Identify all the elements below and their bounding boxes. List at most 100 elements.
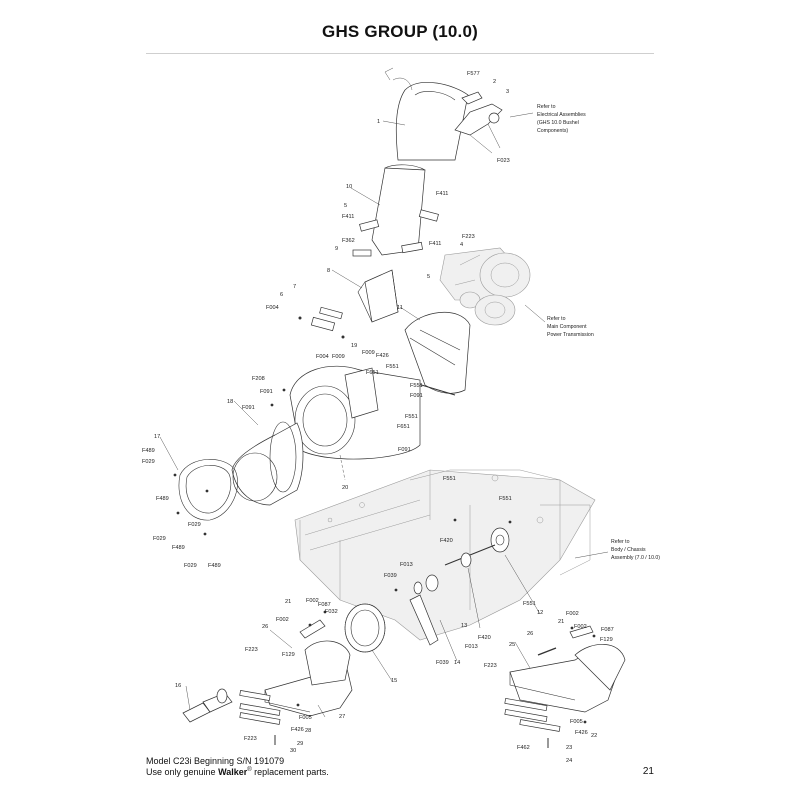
callout: F009	[332, 354, 345, 360]
callout: F426	[376, 353, 389, 359]
callout: 29	[297, 741, 303, 747]
callout: 15	[391, 678, 397, 684]
callout: F551	[499, 496, 512, 502]
callout: F002	[276, 617, 289, 623]
callout: F551	[386, 364, 399, 370]
svg-text:(GHS 10.0 Bushel: (GHS 10.0 Bushel	[537, 120, 579, 126]
callout: F004	[266, 305, 279, 311]
hardware-fasteners	[173, 388, 596, 724]
part-1-upper-chute	[384, 67, 469, 161]
callout: F091	[398, 447, 411, 453]
svg-text:Main Component: Main Component	[547, 324, 587, 330]
reference-note-main-component: Refer to Main Component Power Transmissi…	[547, 316, 594, 338]
callout: 17	[154, 434, 160, 440]
callout: F029	[153, 536, 166, 542]
callout: 26	[527, 631, 533, 637]
callout: F129	[282, 652, 295, 658]
callout: F002	[306, 598, 319, 604]
callout: F005	[299, 715, 312, 721]
callout: 12	[537, 610, 543, 616]
replacement-parts-note: Use only genuine Walker® replacement par…	[146, 767, 329, 777]
leader-lines	[159, 112, 609, 718]
callout: 18	[227, 399, 233, 405]
callout: 16	[175, 683, 181, 689]
callout: 13	[461, 623, 467, 629]
callout: F489	[172, 545, 185, 551]
callout: F087	[318, 602, 331, 608]
callout: F091	[242, 405, 255, 411]
callout: F426	[291, 727, 304, 733]
svg-text:Assembly (7.0 / 10.0): Assembly (7.0 / 10.0)	[611, 555, 660, 561]
callout: 25	[509, 642, 515, 648]
callout: 19	[351, 343, 357, 349]
callout: F029	[184, 563, 197, 569]
callout: 28	[305, 728, 311, 734]
callout: F005	[570, 719, 583, 725]
page-number: 21	[642, 766, 654, 777]
callout: F411	[342, 214, 354, 220]
part-15-gear-ring	[344, 603, 386, 653]
callout: F009	[362, 350, 375, 356]
callout: 9	[335, 246, 338, 252]
callout: F002	[566, 611, 579, 617]
callout: F029	[188, 522, 201, 528]
callout: F091	[260, 389, 273, 395]
callout: F039	[384, 573, 397, 579]
callout: 14	[454, 660, 460, 666]
callout: F551	[405, 414, 418, 420]
chassis-body-reference	[294, 469, 596, 641]
callout: F489	[142, 448, 155, 454]
callout: F013	[400, 562, 413, 568]
callout: F013	[465, 644, 478, 650]
svg-text:Refer to: Refer to	[547, 316, 566, 322]
part-10-transition-tube	[352, 164, 439, 257]
callout: F551	[523, 601, 536, 607]
svg-text:Refer to: Refer to	[537, 104, 556, 110]
callout: F223	[484, 663, 497, 669]
callout: F032	[325, 609, 338, 615]
part-17-ring-gasket	[178, 459, 238, 521]
callout: F223	[245, 647, 258, 653]
callout: F489	[156, 496, 169, 502]
callout: 22	[591, 733, 597, 739]
callout: 30	[290, 748, 296, 754]
callout: 4	[460, 242, 463, 248]
callout: F039	[436, 660, 449, 666]
callout: 10	[346, 184, 352, 190]
callout: F023	[497, 158, 510, 164]
svg-text:Components): Components)	[537, 128, 568, 134]
callout: F489	[208, 563, 221, 569]
callout: F411	[436, 191, 448, 197]
callout: F651	[397, 424, 410, 430]
reference-note-electrical: Refer to Electrical Assemblies (GHS 10.0…	[537, 104, 586, 134]
part-16-drive-shaft	[182, 688, 233, 723]
callout: 6	[280, 292, 283, 298]
title-divider	[146, 53, 654, 54]
part-8-lower-chute	[357, 269, 399, 323]
brand-name: Walker	[218, 767, 248, 777]
reference-note-body-chassis: Refer to Body / Chassis Assembly (7.0 / …	[611, 539, 660, 561]
callout-labels: F577 2 3 1 F023 10 5 F411 F411 F223 F362…	[142, 71, 614, 764]
callout: 21	[558, 619, 564, 625]
callout: 3	[506, 89, 509, 95]
callout: F462	[517, 745, 530, 751]
callout: F551	[443, 476, 456, 482]
svg-text:Power Transmission: Power Transmission	[547, 332, 594, 338]
callout: F551	[410, 383, 423, 389]
callout: 26	[262, 624, 268, 630]
callout: F411	[429, 241, 441, 247]
callout: 7	[293, 284, 296, 290]
part-25-right-outlet	[504, 625, 626, 748]
callout: F420	[440, 538, 453, 544]
callout: 5	[427, 274, 430, 280]
part-18-intake-cone	[231, 421, 304, 506]
part-20-blower-housing	[289, 365, 421, 481]
callout: F577	[467, 71, 480, 77]
part-2-3-actuator	[454, 91, 503, 154]
callout: 11	[397, 305, 403, 311]
callout: F004	[316, 354, 329, 360]
parts-12-13-14-drive	[409, 527, 510, 646]
svg-text:Electrical Assemblies: Electrical Assemblies	[537, 112, 586, 118]
callout: F091	[410, 393, 423, 399]
